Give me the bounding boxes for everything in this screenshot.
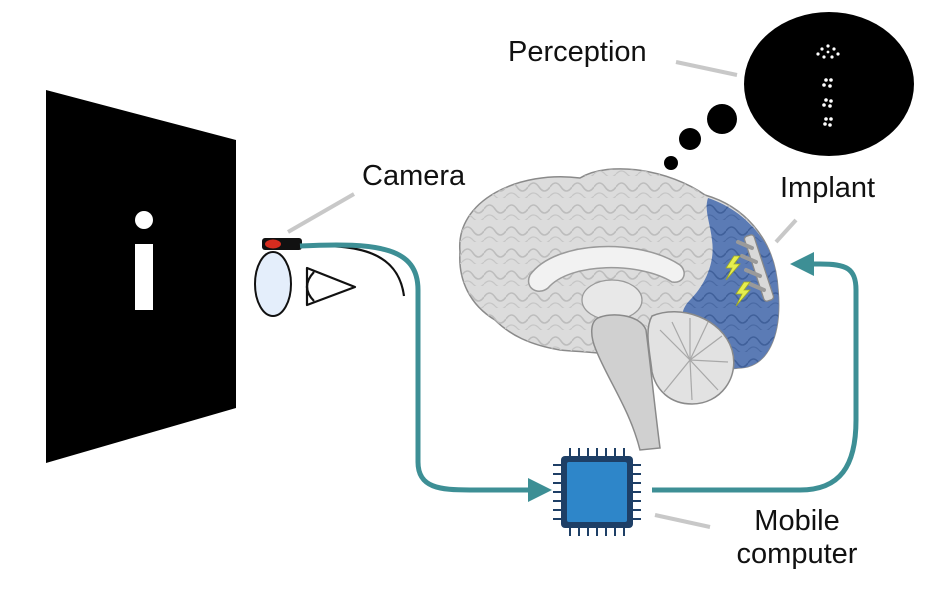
mobile-computer-label: Mobile computer [722, 505, 872, 572]
implant-base [743, 234, 775, 302]
display-screen: i [46, 90, 236, 463]
glasses-lens-icon [254, 251, 292, 317]
camera-to-computer-wire [299, 242, 530, 493]
screen-symbol-dot [135, 211, 153, 229]
microchip-icon [553, 448, 641, 536]
implant-arrowhead-icon [790, 252, 814, 276]
phosphene-pattern [816, 44, 840, 127]
corpus-callosum [527, 245, 685, 292]
arrowhead-icon [528, 478, 552, 502]
cortical-implant [725, 218, 798, 307]
perception-bubble [744, 12, 914, 156]
signal-wires [299, 242, 859, 502]
computer-leader-line [654, 513, 711, 529]
brain-sagittal [459, 168, 780, 451]
mobile-computer-label-line1: Mobile [754, 505, 840, 537]
brainstem [591, 314, 661, 451]
eye-icon [305, 266, 357, 307]
screen-symbol-stem [135, 244, 153, 310]
thought-dot-small [664, 156, 678, 170]
implant-leader-line [774, 218, 798, 244]
lightning-bolt-icon [725, 255, 751, 307]
camera-leader-line [287, 192, 355, 234]
camera-led [265, 239, 281, 249]
computer-to-implant-wire [652, 261, 859, 493]
implant-electrodes [736, 240, 766, 292]
implant-label: Implant [780, 172, 876, 204]
thought-dot-medium [679, 128, 701, 150]
perception-leader-line [675, 60, 738, 77]
camera-label: Camera [362, 160, 466, 192]
cerebellum-folia [659, 318, 729, 401]
perception-label: Perception [508, 36, 647, 68]
mobile-computer-label-line2: computer [736, 538, 858, 571]
thought-bubble [664, 12, 914, 170]
thought-dot-large [707, 104, 737, 134]
camera-glasses-assembly [254, 192, 406, 317]
